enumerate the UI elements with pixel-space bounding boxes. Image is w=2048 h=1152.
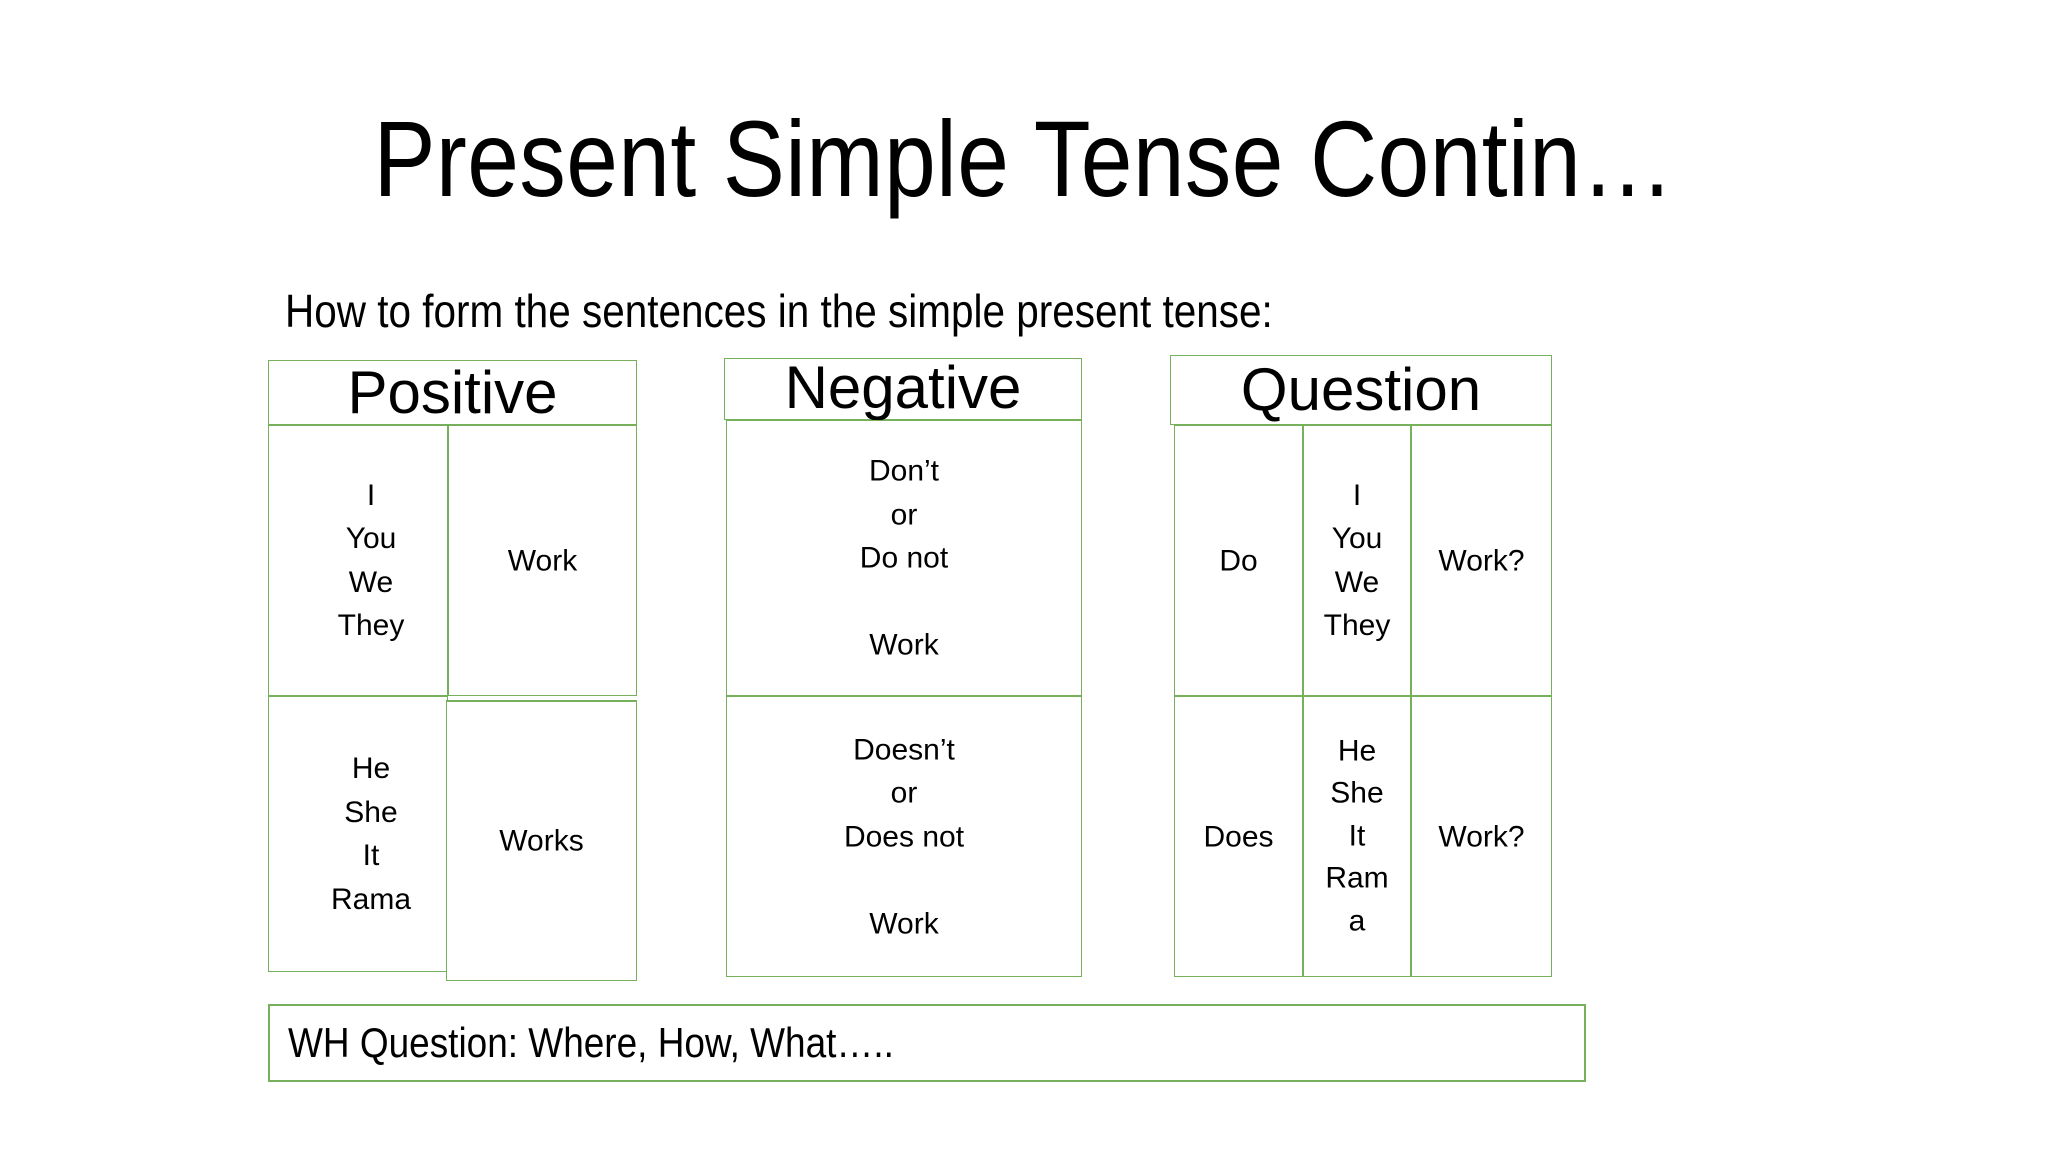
- subject-line: I: [1352, 478, 1362, 512]
- question-row1-verb-cell: Work?: [1411, 425, 1552, 696]
- question-row2-verb-label: Work?: [1438, 819, 1525, 853]
- question-row2-subject-stack: He She It Ram a: [1304, 730, 1410, 943]
- question-row1-subject-cell: I You We They: [1303, 425, 1411, 696]
- positive-row1-subject-stack: I You We They: [269, 474, 447, 648]
- positive-row2-verb-cell: Works: [446, 700, 637, 981]
- subject-line: You: [345, 522, 397, 555]
- positive-row1-subject-cell: I You We They: [268, 425, 448, 696]
- question-row2-auxiliary-cell: Does: [1174, 696, 1303, 977]
- subject-line: Ram: [1325, 861, 1389, 895]
- negative-line: or: [890, 776, 918, 810]
- negative-header-label: Negative: [784, 353, 1022, 421]
- wh-question-label: WH Question: Where, How, What…..: [288, 1018, 894, 1066]
- positive-row1-verb-cell: Work: [448, 425, 637, 696]
- question-header-label: Question: [1240, 356, 1482, 423]
- negative-line: Work: [869, 628, 939, 662]
- positive-row2-verb-label: Works: [499, 824, 584, 858]
- negative-row2-cell: Doesn’t or Does not Work: [726, 696, 1082, 977]
- question-header-cell: Question: [1170, 355, 1552, 425]
- subject-line: a: [1348, 904, 1366, 938]
- subject-line: It: [1348, 819, 1366, 853]
- subject-line: It: [362, 839, 380, 872]
- positive-row1-verb-label: Work: [507, 543, 578, 577]
- subject-line: They: [1323, 609, 1391, 642]
- positive-header-cell: Positive: [268, 360, 637, 425]
- negative-row2-stack: Doesn’t or Does not Work: [727, 728, 1081, 946]
- question-row1-auxiliary-cell: Do: [1174, 425, 1303, 696]
- positive-header-label: Positive: [347, 358, 558, 426]
- question-row1-subject-stack: I You We They: [1304, 474, 1410, 648]
- negative-line: Do not: [859, 541, 949, 575]
- subject-line: She: [1330, 776, 1384, 810]
- negative-line: Does not: [843, 819, 965, 853]
- negative-header-cell: Negative: [724, 353, 1082, 421]
- subject-line: Rama: [330, 882, 412, 916]
- subject-line: He: [1337, 734, 1377, 768]
- negative-row1-cell: Don’t or Do not Work: [726, 420, 1082, 696]
- page-title: Present Simple Tense Contin…: [373, 98, 1675, 219]
- question-row1-auxiliary-label: Do: [1219, 543, 1258, 577]
- negative-line: Doesn’t: [853, 732, 955, 766]
- subject-line: We: [1334, 565, 1380, 599]
- question-row2-subject-cell: He She It Ram a: [1303, 696, 1411, 977]
- subject-line: I: [366, 478, 376, 512]
- negative-line: or: [890, 497, 918, 531]
- positive-row2-subject-stack: He She It Rama: [269, 747, 447, 921]
- subject-line: She: [344, 795, 398, 829]
- negative-row1-stack: Don’t or Do not Work: [727, 449, 1081, 667]
- question-row2-verb-cell: Work?: [1411, 696, 1552, 977]
- negative-line: Don’t: [868, 454, 940, 488]
- subject-line: They: [337, 609, 405, 642]
- slide-subtitle: How to form the sentences in the simple …: [285, 285, 1273, 337]
- question-row2-auxiliary-label: Does: [1203, 819, 1274, 853]
- question-row1-verb-label: Work?: [1438, 543, 1525, 577]
- subject-line: He: [351, 752, 391, 785]
- negative-line: Work: [869, 906, 939, 940]
- subject-line: We: [348, 565, 394, 599]
- wh-question-bar: WH Question: Where, How, What…..: [268, 1004, 1586, 1082]
- positive-row2-subject-cell: He She It Rama: [268, 696, 448, 972]
- subject-line: You: [1331, 522, 1383, 555]
